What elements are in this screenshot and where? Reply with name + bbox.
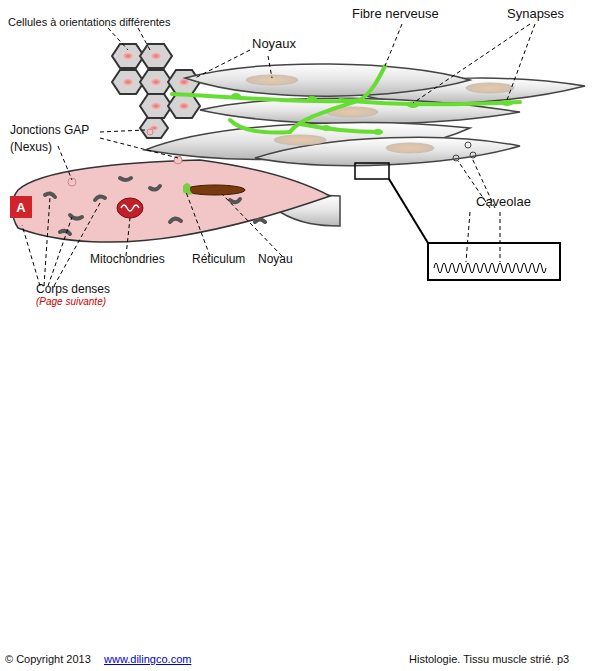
nucleus-label: Noyaux xyxy=(252,36,296,52)
panel-letter: A xyxy=(10,196,32,218)
note-label: (Page suivante) xyxy=(36,296,106,308)
mitochondrion xyxy=(117,198,143,218)
gap-junctions xyxy=(68,129,182,186)
leader-lines xyxy=(22,24,535,286)
nerve-fibre xyxy=(172,66,520,133)
reticulum-label: Réticulum xyxy=(192,252,245,266)
pink-cell xyxy=(12,160,330,242)
membrane-wave xyxy=(434,263,546,273)
hexagon-cells xyxy=(112,44,200,138)
cell-nuclei xyxy=(246,75,514,153)
synapse-label: Synapses xyxy=(507,6,564,22)
inset-box xyxy=(428,243,560,280)
cell-label: Cellules à orientations différentes xyxy=(8,16,170,29)
node-text: A xyxy=(16,200,25,215)
zoom-line xyxy=(389,179,428,243)
reticulum xyxy=(183,183,193,195)
dense-bodies xyxy=(45,178,265,234)
caveolae-label: Caveolae xyxy=(476,194,531,210)
page-footer: Histologie. Tissu muscle strié. p3 xyxy=(409,653,569,666)
copyright: © Copyright 2013 xyxy=(5,653,91,666)
nerve-label: Fibre nerveuse xyxy=(352,6,439,22)
pink-nucleus xyxy=(185,185,245,195)
hexagon-nuclei xyxy=(122,52,190,131)
caveolae xyxy=(453,142,476,161)
gap-junction-label: Jonctions GAP (Nexus) xyxy=(10,122,100,156)
zoom-rect xyxy=(355,163,389,179)
dense-bodies-label: Corps denses xyxy=(36,282,110,296)
website-link: www.dilingco.com xyxy=(104,653,191,666)
nucleus-label: Noyau xyxy=(258,252,293,266)
mitochondria-label: Mitochondries xyxy=(90,252,165,266)
synapses xyxy=(231,93,513,135)
